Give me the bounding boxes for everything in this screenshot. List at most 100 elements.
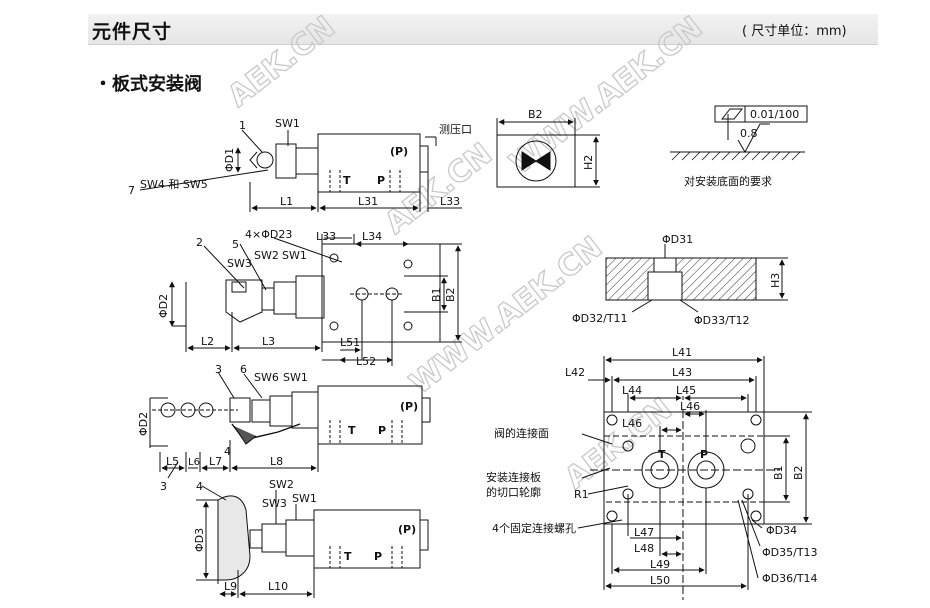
label-sw1-a: SW1 (275, 117, 300, 130)
label-l47: L47 (634, 526, 654, 539)
label-l43: L43 (672, 366, 692, 379)
watermark-1: AEK.CN (221, 9, 341, 114)
label-d3: ΦD3 (193, 528, 206, 552)
label-sw6: SW6 (254, 371, 279, 384)
label-h3: H3 (769, 273, 782, 288)
label-p-plate: P (700, 448, 708, 461)
label-4-b: 4 (196, 480, 203, 493)
label-sw3-a: SW3 (227, 257, 252, 270)
label-l2: L2 (201, 335, 214, 348)
label-p-paren-c: (P) (398, 523, 416, 536)
units-note: ( 尺寸单位：mm) (742, 24, 847, 39)
label-l50: L50 (650, 574, 670, 587)
figure-valve-4 (196, 485, 429, 598)
label-l8: L8 (270, 455, 283, 468)
label-p-a: P (377, 174, 385, 187)
surface-spec (670, 105, 808, 161)
label-d34: ΦD34 (766, 524, 797, 537)
label-d1: ΦD1 (223, 148, 236, 172)
label-p-b: P (378, 424, 386, 437)
label-plate-cut-1: 安装连接板 (486, 470, 541, 484)
label-l45: L45 (676, 384, 696, 397)
label-flatness: 0.01/100 (750, 108, 799, 121)
labels: 1 SW1 ΦD1 7 SW4 和 SW5 L1 L31 L33 测压口 (P)… (128, 108, 818, 593)
label-l6: L6 (188, 457, 200, 468)
label-l33-a: L33 (440, 195, 460, 208)
label-p-paren-b: (P) (400, 400, 418, 413)
label-r1: R1 (574, 488, 589, 501)
label-5: 5 (232, 238, 239, 251)
figure-mounting-plate (577, 356, 812, 600)
label-fix-holes: 4个固定连接螺孔 (492, 521, 576, 535)
label-1: 1 (239, 119, 246, 132)
label-b2-top: B2 (528, 108, 543, 121)
label-l51: L51 (340, 336, 360, 349)
label-b1-a: B1 (430, 287, 443, 302)
label-b1-b: B1 (772, 465, 785, 480)
label-sw2-b: SW2 (269, 478, 294, 491)
label-3: 3 (215, 363, 222, 376)
label-l33-b: L33 (316, 230, 336, 243)
label-d35: ΦD35/T13 (762, 546, 818, 559)
label-sw3-b: SW3 (262, 497, 287, 510)
label-d32: ΦD32/T11 (572, 312, 628, 325)
figure-valve-3 (149, 371, 431, 479)
figure-section (605, 244, 788, 313)
label-l9: L9 (224, 580, 237, 593)
label-l49: L49 (650, 558, 670, 571)
label-b2-a: B2 (444, 287, 457, 302)
label-p-paren-a: (P) (390, 145, 408, 158)
figure-valve-2 (169, 234, 462, 366)
label-t-b: T (348, 424, 356, 437)
label-3-b: 3 (160, 480, 167, 493)
label-d23: 4×ΦD23 (245, 228, 292, 241)
label-plate-cut-2: 的切口轮廓 (486, 485, 541, 499)
figure-valve-1 (139, 129, 462, 212)
label-l31: L31 (358, 195, 378, 208)
page-title: 元件尺寸 (92, 21, 173, 43)
label-l3: L3 (262, 335, 275, 348)
watermark-2: WWW.AEK.CN (503, 10, 709, 181)
label-valve-face: 阀的连接面 (494, 426, 549, 440)
label-l1: L1 (280, 195, 293, 208)
label-sw4-sw5: SW4 和 SW5 (140, 178, 208, 191)
label-t-a: T (343, 174, 351, 187)
label-l48: L48 (634, 542, 654, 555)
title-bar (88, 14, 878, 45)
label-7: 7 (128, 184, 135, 197)
figure-end-view (496, 118, 600, 188)
label-sw1-c: SW1 (283, 371, 308, 384)
label-d36: ΦD36/T14 (762, 572, 818, 585)
label-2: 2 (196, 236, 203, 249)
label-d2-b: ΦD2 (137, 412, 150, 436)
label-t-c: T (344, 550, 352, 563)
label-l10: L10 (268, 580, 288, 593)
watermark-5: AEK.CN (558, 391, 678, 496)
label-6: 6 (240, 363, 247, 376)
label-d33: ΦD33/T12 (694, 314, 750, 327)
label-p-c: P (374, 550, 382, 563)
label-l52: L52 (356, 355, 376, 368)
label-d2-a: ΦD2 (157, 294, 170, 318)
label-l5: L5 (166, 455, 179, 468)
label-l41: L41 (672, 346, 692, 359)
label-t-plate: T (658, 448, 666, 461)
label-sw2-a: SW2 (254, 249, 279, 262)
label-d31: ΦD31 (662, 233, 693, 246)
label-l46-a: L46 (680, 400, 700, 413)
label-h2: H2 (582, 155, 595, 170)
label-gauge-port: 测压口 (439, 123, 472, 136)
label-l46-b: L46 (622, 417, 642, 430)
label-sw1-b: SW1 (282, 249, 307, 262)
label-l44: L44 (622, 384, 642, 397)
label-l42: L42 (565, 366, 585, 379)
label-b2-b: B2 (792, 465, 805, 480)
section-title: ・板式安装阀 (94, 74, 202, 95)
label-l34: L34 (362, 230, 382, 243)
label-4: 4 (224, 445, 231, 458)
label-sw1-d: SW1 (292, 492, 317, 505)
label-l7: L7 (209, 455, 222, 468)
label-roughness: 0.8 (740, 127, 758, 140)
label-surface-req: 对安装底面的要求 (684, 174, 772, 188)
